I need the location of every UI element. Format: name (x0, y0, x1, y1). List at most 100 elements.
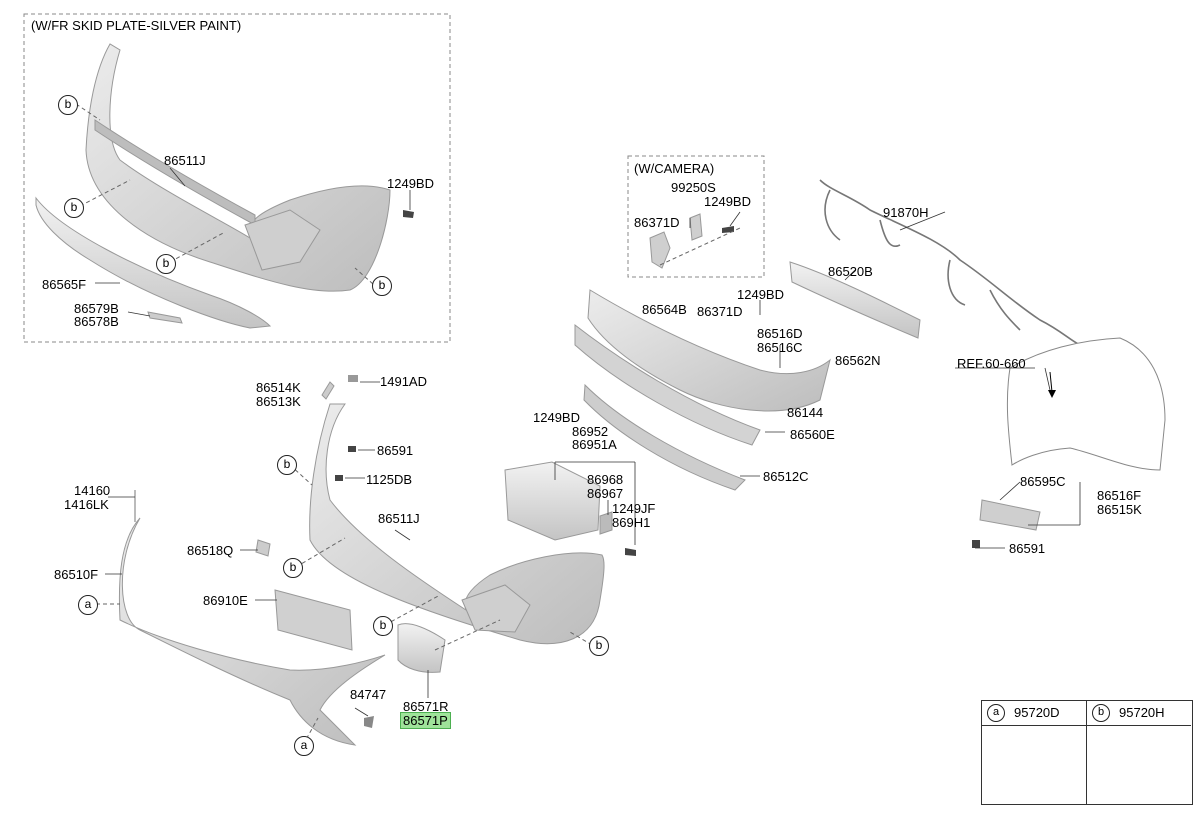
legend-part-95720H[interactable]: 95720H (1119, 705, 1165, 720)
part-label-86571R[interactable]: 86571R (403, 699, 449, 714)
part-label-86591-right[interactable]: 86591 (1009, 541, 1046, 556)
bolt-1491AD (348, 375, 358, 382)
part-label-86371D-camera[interactable]: 86371D (634, 215, 680, 230)
part-label-14160[interactable]: 14160 (74, 483, 111, 498)
legend-letter-a: a (987, 704, 1005, 722)
part-label-86578B[interactable]: 86578B (74, 314, 119, 329)
bumper-headlight-frame (461, 584, 531, 633)
bumper-beam-86511J (309, 403, 605, 645)
side-bracket (979, 499, 1041, 531)
bolt-1125DB (335, 475, 343, 481)
legend-header-a: a 95720D (982, 701, 1086, 726)
fog-bezel-86571 (397, 623, 446, 673)
legend-letter-b: b (1092, 704, 1110, 722)
part-label-86371D-mid[interactable]: 86371D (697, 304, 743, 319)
part-label-1249BD-low[interactable]: 1249BD (533, 410, 580, 425)
camera-bracket (649, 231, 671, 269)
part-label-1249BD-mid[interactable]: 1249BD (737, 287, 784, 302)
part-label-86516F[interactable]: 86516F (1097, 488, 1142, 503)
camera-bolt (722, 226, 734, 233)
legend-box: a 95720D b 95720H (981, 700, 1193, 805)
part-label-86967[interactable]: 86967 (587, 486, 624, 501)
skid-bumper-shape (85, 43, 391, 292)
part-label-86562N[interactable]: 86562N (835, 353, 881, 368)
camera-99250S (689, 213, 703, 241)
legend-part-95720D[interactable]: 95720D (1014, 705, 1060, 720)
part-label-1249BD-camera[interactable]: 1249BD (704, 194, 751, 209)
part-label-1249BD-top[interactable]: 1249BD (387, 176, 434, 191)
part-label-86951A[interactable]: 86951A (572, 437, 617, 452)
callout-b-5: b (277, 455, 297, 475)
part-label-86514K[interactable]: 86514K (256, 380, 301, 395)
skid-plate-shape (35, 196, 272, 329)
bracket-86518Q (255, 539, 271, 557)
part-label-86571P-highlighted[interactable]: 86571P (400, 712, 451, 729)
part-label-86564B[interactable]: 86564B (642, 302, 687, 317)
callout-lines (75, 103, 593, 746)
energy-absorber (789, 261, 921, 339)
legend-cell-b: b 95720H (1086, 701, 1191, 804)
part-label-86968[interactable]: 86968 (587, 472, 624, 487)
part-label-1249JF[interactable]: 1249JF (612, 501, 656, 516)
license-plate-86910E (274, 589, 353, 651)
legend-cell-a: a 95720D (982, 701, 1086, 804)
part-label-86579B[interactable]: 86579B (74, 301, 119, 316)
camera-box (627, 155, 765, 278)
part-label-86591-mid[interactable]: 86591 (377, 443, 414, 458)
part-label-91870H[interactable]: 91870H (883, 205, 929, 220)
callout-b-8: b (589, 636, 609, 656)
bolt-869H1 (625, 548, 636, 556)
part-label-86560E[interactable]: 86560E (790, 427, 835, 442)
clip-84747 (364, 716, 374, 728)
part-label-86518Q[interactable]: 86518Q (187, 543, 234, 558)
callout-b-7: b (373, 616, 393, 636)
part-label-1491AD[interactable]: 1491AD (380, 374, 427, 389)
callout-b-2: b (64, 198, 84, 218)
grille-carrier-mid (574, 323, 761, 446)
bolt-86591-mid (348, 446, 356, 452)
part-label-86515K[interactable]: 86515K (1097, 502, 1142, 517)
part-label-86512C[interactable]: 86512C (763, 469, 809, 484)
bolt-86591-right (972, 540, 980, 548)
part-label-86595C[interactable]: 86595C (1020, 474, 1066, 489)
part-label-99250S[interactable]: 99250S (671, 180, 716, 195)
part-label-869H1[interactable]: 869H1 (612, 515, 651, 530)
skid-plate-box (23, 13, 451, 343)
part-label-86516C[interactable]: 86516C (757, 340, 803, 355)
fender-ref (1006, 337, 1166, 471)
callout-a-2: a (294, 736, 314, 756)
part-label-86511J-top[interactable]: 86511J (164, 153, 206, 168)
bolt-top (403, 210, 414, 218)
part-label-86510F[interactable]: 86510F (54, 567, 99, 582)
grille-lower-86512C (583, 383, 746, 491)
skid-headlight-frame (244, 209, 321, 271)
wiring-harness (819, 179, 1081, 346)
part-label-86513K[interactable]: 86513K (256, 394, 301, 409)
part-label-84747[interactable]: 84747 (350, 687, 387, 702)
part-label-86910E[interactable]: 86910E (203, 593, 248, 608)
leader-lines (95, 167, 1081, 717)
ref-label[interactable]: REF.60-660 (957, 356, 1026, 371)
legend-header-b: b 95720H (1087, 701, 1191, 726)
part-label-1125DB[interactable]: 1125DB (366, 472, 413, 487)
callout-a-1: a (78, 595, 98, 615)
radar-bracket (504, 461, 601, 541)
skid-trim-86579B (147, 311, 183, 324)
camera-box-title: (W/CAMERA) (634, 161, 715, 176)
part-label-86565F[interactable]: 86565F (42, 277, 87, 292)
grille-carrier-upper (587, 289, 831, 412)
trim-86514K (321, 381, 335, 400)
bumper-cover-86510F (118, 517, 386, 746)
part-label-86511J-mid[interactable]: 86511J (378, 511, 420, 526)
part-label-86516D[interactable]: 86516D (757, 326, 803, 341)
part-label-1416LK[interactable]: 1416LK (64, 497, 109, 512)
radar-sensor (599, 511, 613, 535)
part-label-86520B[interactable]: 86520B (828, 264, 873, 279)
part-label-86952[interactable]: 86952 (572, 424, 609, 439)
callout-b-1: b (58, 95, 78, 115)
callout-b-3: b (156, 254, 176, 274)
callout-b-6: b (283, 558, 303, 578)
part-label-86144[interactable]: 86144 (787, 405, 824, 420)
